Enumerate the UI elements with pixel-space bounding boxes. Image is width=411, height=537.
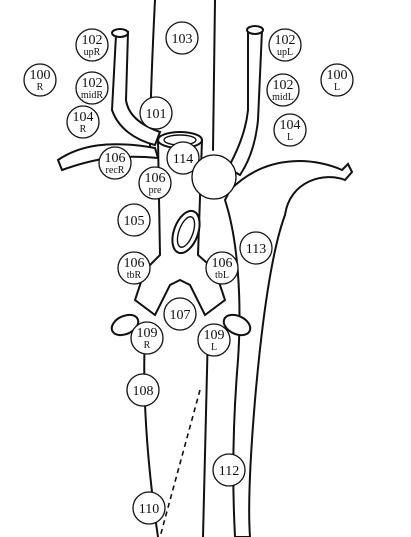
station-105: 105 [117, 203, 151, 237]
station-sublabel: upR [84, 47, 101, 58]
station-sublabel: R [80, 124, 87, 135]
station-sublabel: recR [106, 165, 125, 176]
station-sublabel: L [287, 132, 293, 143]
station-number: 101 [146, 107, 167, 122]
station-circle [117, 203, 151, 237]
station-number: 107 [170, 308, 191, 323]
station-108: 108 [126, 373, 160, 407]
station-number: 103 [172, 32, 193, 47]
left-vessels [226, 29, 264, 177]
station-number: 102 [82, 76, 103, 91]
station-number: 113 [246, 242, 266, 257]
station-sublabel: tbR [127, 270, 142, 281]
station-sublabel: R [37, 82, 44, 93]
station-circle [239, 231, 273, 265]
station-sublabel: L [334, 82, 340, 93]
station-number: 106 [212, 256, 233, 271]
station-number: 102 [273, 78, 294, 93]
station-number: 104 [73, 110, 94, 125]
station-circle [75, 71, 109, 105]
station-circle [268, 28, 302, 62]
station-114: 114 [166, 141, 200, 175]
station-sublabel: midR [81, 90, 104, 101]
station-number: 110 [139, 502, 159, 517]
station-number: 102 [82, 33, 103, 48]
station-circle [130, 321, 164, 355]
station-circle [139, 96, 173, 130]
station-circle [138, 166, 172, 200]
station-number: 106 [124, 256, 145, 271]
station-number: 108 [133, 384, 154, 399]
station-circle [165, 21, 199, 55]
station-sublabel: R [144, 340, 151, 351]
station-circle [98, 146, 132, 180]
station-circle [132, 491, 166, 525]
station-101: 101 [139, 96, 173, 130]
station-sublabel: pre [149, 185, 162, 196]
station-circle [23, 63, 57, 97]
station-sublabel: midL [272, 92, 294, 103]
highlight-ring [191, 154, 237, 200]
station-circle [126, 373, 160, 407]
station-103: 103 [165, 21, 199, 55]
station-number: 114 [173, 152, 193, 167]
station-circle [266, 73, 300, 107]
station-number: 109 [204, 328, 225, 343]
station-number: 112 [219, 464, 239, 479]
station-number: 100 [327, 68, 348, 83]
station-circle [320, 63, 354, 97]
station-circle [163, 297, 197, 331]
aortic-arch [223, 160, 354, 537]
station-110: 110 [132, 491, 166, 525]
station-113: 113 [239, 231, 273, 265]
station-number: 106 [145, 171, 166, 186]
station-circle [117, 251, 151, 285]
station-circle [212, 453, 246, 487]
station-circle [273, 113, 307, 147]
station-circle [205, 251, 239, 285]
station-sublabel: tbL [215, 270, 229, 281]
station-number: 104 [280, 118, 301, 133]
station-number: 105 [124, 214, 145, 229]
station-107: 107 [163, 297, 197, 331]
station-112: 112 [212, 453, 246, 487]
station-circle [66, 105, 100, 139]
station-106recL: 106recL [191, 154, 237, 200]
station-number: 100 [30, 68, 51, 83]
station-number: 102 [275, 33, 296, 48]
station-sublabel: upL [277, 47, 293, 58]
station-sublabel: L [211, 342, 217, 353]
station-number: 109 [137, 326, 158, 341]
station-circle [75, 28, 109, 62]
station-circle [166, 141, 200, 175]
station-number: 106 [105, 151, 126, 166]
station-circle [197, 323, 231, 357]
